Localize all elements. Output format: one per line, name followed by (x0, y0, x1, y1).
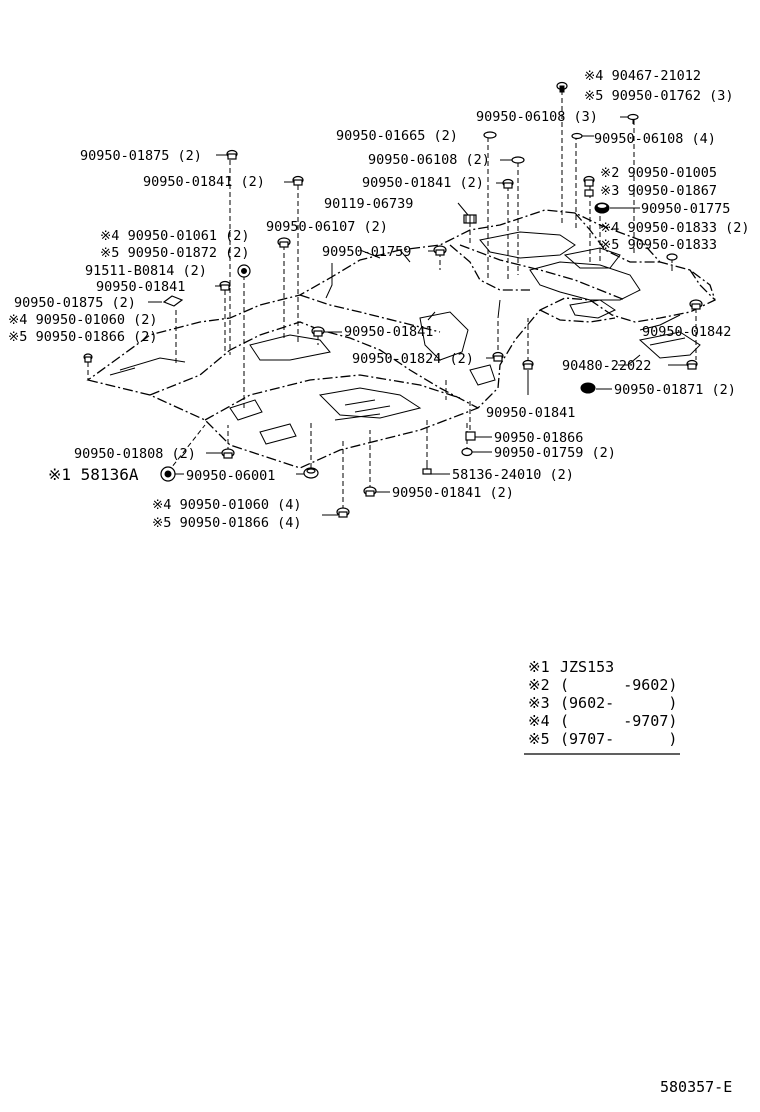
label-90950-01833-5: ※5 90950-01833 (600, 237, 717, 253)
plug-01841-c (219, 280, 231, 291)
label-90950-01866-4: ※5 90950-01866 (4) (152, 515, 301, 531)
label-90950-01841-b: 90950-01841 (2) (362, 175, 484, 191)
figure-code: 580357-E (660, 1078, 732, 1096)
plug-06108-3 (627, 113, 639, 124)
label-90950-01875-left: 90950-01875 (2) (14, 295, 136, 311)
label-90950-01866-2: ※5 90950-01866 (2) (8, 329, 157, 345)
plug-01759-top (433, 245, 447, 256)
legend-key-1: ※1 (528, 658, 550, 676)
plug-01060-4 (336, 507, 350, 518)
label-90950-01867: ※3 90950-01867 (600, 183, 717, 199)
legend-value-2: ( -9602) (560, 676, 677, 694)
label-90950-01875-top: 90950-01875 (2) (80, 148, 202, 164)
label-90950-01061: ※4 90950-01061 (2) (100, 228, 249, 244)
part-labels: ※4 90467-21012 ※5 90950-01762 (3) 90950-… (8, 68, 749, 531)
plug-01875-left (162, 295, 184, 307)
label-58136A: ※1 58136A (48, 465, 139, 484)
label-90467-21012: ※4 90467-21012 (584, 68, 701, 84)
clip-58136-24010 (422, 462, 432, 475)
plug-91511 (237, 264, 251, 278)
label-90950-01762: ※5 90950-01762 (3) (584, 88, 733, 104)
legend-value-5: (9707- ) (560, 730, 677, 748)
legend-key-5: ※5 (528, 730, 550, 748)
floor-pan-details (109, 231, 701, 445)
label-90950-01841-d: 90950-01841 (344, 324, 433, 340)
label-90950-06001: 90950-06001 (186, 468, 275, 484)
legend-key-3: ※3 (528, 694, 550, 712)
label-90950-01759-top: 90950-01759 (322, 244, 411, 260)
plug-01824 (492, 351, 504, 362)
label-90950-06108-3: 90950-06108 (3) (476, 109, 598, 125)
plug-22022 (686, 359, 698, 370)
label-90950-01842: 90950-01842 (642, 324, 731, 340)
label-90950-06108-2: 90950-06108 (2) (368, 152, 490, 168)
plug-06108-4 (571, 132, 583, 140)
label-90950-01841-f: 90950-01841 (2) (392, 485, 514, 501)
legend-value-1: JZS153 (560, 658, 614, 676)
clip-58136A (160, 466, 176, 482)
plug-01665 (483, 131, 497, 139)
label-91511-B0814: 91511-B0814 (2) (85, 263, 207, 279)
plug-01061 (277, 237, 291, 248)
plug-01808 (221, 448, 235, 459)
plug-06108-2 (511, 156, 525, 164)
legend-key-4: ※4 (528, 712, 550, 730)
plug-01875-top (226, 149, 238, 160)
plug-01866 (465, 431, 476, 441)
label-90950-01005: ※2 90950-01005 (600, 165, 717, 181)
label-90950-01775: 90950-01775 (641, 201, 730, 217)
label-90950-01759-low: 90950-01759 (2) (494, 445, 616, 461)
plug-01871 (580, 382, 596, 394)
legend-value-4: ( -9707) (560, 712, 677, 730)
bolt-90119 (463, 214, 477, 224)
label-90950-01866: 90950-01866 (494, 430, 583, 446)
legend-key-2: ※2 (528, 676, 550, 694)
label-90950-01824: 90950-01824 (2) (352, 351, 474, 367)
fasteners (83, 81, 703, 518)
legend: ※1 JZS153 ※2 ( -9602) ※3 (9602- ) ※4 ( -… (524, 658, 680, 755)
label-58136-24010: 58136-24010 (2) (452, 467, 574, 483)
plug-01867 (584, 189, 594, 197)
label-90950-01841-a: 90950-01841 (2) (143, 174, 265, 190)
label-90950-01665: 90950-01665 (2) (336, 128, 458, 144)
label-90950-01833-4: ※4 90950-01833 (2) (600, 220, 749, 236)
label-90950-01060-4: ※4 90950-01060 (4) (152, 497, 301, 513)
label-90480-22022: 90480-22022 (562, 358, 651, 374)
label-90950-06107: 90950-06107 (2) (266, 219, 388, 235)
plug-06001 (303, 467, 319, 479)
plug-01841-a (292, 175, 304, 186)
plug-01005 (583, 175, 595, 187)
plug-01841-d (311, 326, 325, 337)
plug-01833 (666, 253, 678, 261)
plug-01060-left (83, 353, 93, 363)
legend-value-3: (9602- ) (560, 694, 677, 712)
plug-01841-f (363, 486, 377, 497)
floor-pan-outline (86, 209, 716, 469)
label-90950-01841-c: 90950-01841 (96, 279, 185, 295)
label-90950-01871: 90950-01871 (2) (614, 382, 736, 398)
locator-lines (87, 90, 697, 510)
label-90950-01808: 90950-01808 (2) (74, 446, 196, 462)
plug-01775 (594, 202, 610, 214)
label-90950-01841-e: 90950-01841 (486, 405, 575, 421)
label-90119-06739: 90119-06739 (324, 196, 413, 212)
label-90950-06108-4: 90950-06108 (4) (594, 131, 716, 147)
plug-90467-21012 (556, 81, 568, 93)
plug-01759-low (461, 447, 473, 457)
plug-01842 (689, 299, 703, 310)
label-90950-01872: ※5 90950-01872 (2) (100, 245, 249, 261)
label-90950-01060-2: ※4 90950-01060 (2) (8, 312, 157, 328)
plug-01841-e (522, 359, 534, 370)
plug-01841-b (502, 178, 514, 189)
